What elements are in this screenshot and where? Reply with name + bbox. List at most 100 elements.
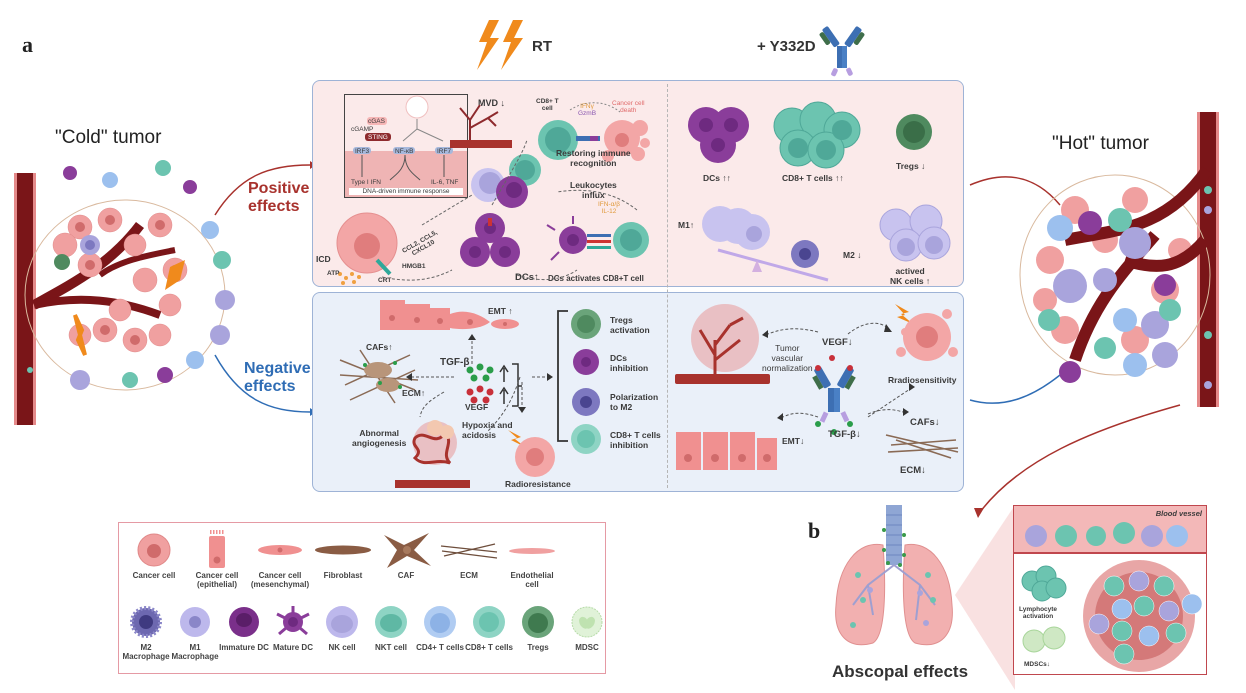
mesenchymal-cell-icon <box>255 529 305 571</box>
legend-item-mdsc: MDSC <box>552 601 622 652</box>
hot-tumor-title: "Hot" tumor <box>1052 133 1149 154</box>
legend-item-fibroblast: Fibroblast <box>308 529 378 580</box>
legend-label: Mature DC <box>272 643 313 652</box>
legend-item-cancer-cell: Cancer cell <box>119 529 189 580</box>
dcs-activates-label: DCs activates CD8+T cell <box>548 274 644 283</box>
legend-label: CD8+ T cells <box>465 643 513 652</box>
dc-activates-cd8-illustration <box>546 216 649 261</box>
emt-cells-illustration <box>380 300 519 330</box>
emt-label: EMT ↑ <box>488 306 513 316</box>
antibody-icon <box>819 26 865 77</box>
dc-cluster <box>460 213 520 267</box>
cd8-t-cell-icon <box>471 601 507 643</box>
icd-label: ICD <box>316 254 331 264</box>
lungs-illustration <box>835 505 953 646</box>
y332d-emt-label: EMT↓ <box>782 436 805 446</box>
y332d-negative-arrows <box>762 322 915 421</box>
blood-vessel-label: Blood vessel <box>1155 509 1202 518</box>
y332d-ecm-label: ECM↓ <box>900 465 926 476</box>
immune-suppression-icons <box>571 309 601 454</box>
legend-item-ecm: ECM <box>434 529 504 580</box>
endothelial-cell-icon <box>507 529 557 571</box>
negative-arrow <box>214 354 311 413</box>
radiosensitivity-label: Rradiosensitivity <box>888 375 957 385</box>
epithelial-cell-icon <box>206 529 228 571</box>
rt-positive-arrows <box>381 139 638 281</box>
rt-y332d-divider <box>667 84 668 488</box>
sting-pathway-inset: cGAS cGAMP STING IRF3 NF-κB IRF7 Type I … <box>344 94 468 198</box>
legend-item-mature-dc: Mature DC <box>258 601 328 652</box>
legend-label: ECM <box>460 571 478 580</box>
legend-label: MDSC <box>575 643 599 652</box>
legend-label: Cancer cell(epithelial) <box>195 571 239 589</box>
legend-item-cd8-t-cell: CD8+ T cells <box>454 601 524 652</box>
crt-label: CRT <box>378 277 392 284</box>
drug-label: + Y332D <box>757 38 816 55</box>
caf-icon <box>379 529 434 571</box>
y332d-cafs-label: CAFs↓ <box>910 417 940 428</box>
legend-label: NK cell <box>328 643 356 652</box>
lightning-icon <box>477 20 523 70</box>
y332d-dcs-label: DCs ↑↑ <box>703 173 731 183</box>
ecm-icon <box>439 529 499 571</box>
dc-cluster-y332d <box>688 107 749 163</box>
legend-label: NKT cell <box>374 643 407 652</box>
m1-label: M1↑ <box>678 220 695 230</box>
m1-m2-balance <box>702 206 829 282</box>
legend-item-cd4-t-cell: CD4+ T cells <box>405 601 475 652</box>
legend-label: Tregs <box>527 643 549 652</box>
rt-label: RT <box>532 38 552 55</box>
radioresistant-cell <box>508 430 555 477</box>
ecm-label: ECM↑ <box>402 388 426 398</box>
m1-macrophage-icon <box>177 601 213 643</box>
legend-label: Cancer cell(mesenchymal) <box>250 571 310 589</box>
nkt-cell-icon <box>373 601 409 643</box>
inset-cells <box>1021 522 1203 672</box>
cd4-t-cell-icon <box>422 601 458 643</box>
immature-dc-icon <box>226 601 262 643</box>
abscopal-arrow <box>974 404 1181 518</box>
legend-item-nkt-cell: NKT cell <box>356 601 426 652</box>
m2-label: M2 ↓ <box>843 250 862 260</box>
epithelial-cells-illustration <box>676 432 777 470</box>
nk-cluster <box>879 204 951 262</box>
abnormal-angiogenesis-illustration <box>395 420 470 488</box>
vascular-normalization-illustration <box>675 304 770 384</box>
hot-tumor-illustration <box>969 112 1219 407</box>
legend-label: CD4+ T cells <box>416 643 464 652</box>
rt-negative-arrows <box>406 334 553 433</box>
immune-bracket <box>557 310 568 442</box>
treg-cell-icon <box>896 114 932 150</box>
positive-arrow <box>214 164 311 216</box>
leukocyte-cluster <box>471 154 541 208</box>
zoom-callout-wedge <box>955 505 1015 690</box>
legend-label: Immature DC <box>219 643 269 652</box>
cold-tumor-title: "Cold" tumor <box>55 127 162 148</box>
y332d-antibody-icon <box>812 355 856 435</box>
y332d-tgfb-label: TGF-β↓ <box>828 429 861 440</box>
mdscs-label: MDSCs↓ <box>1024 661 1051 668</box>
cafs-label: CAFs↑ <box>366 342 393 352</box>
tgfb-label: TGF-β <box>440 357 470 368</box>
legend-item-epithelial-cell: Cancer cell(epithelial) <box>182 529 252 589</box>
legend-item-caf: CAF <box>371 529 441 580</box>
legend-label: Fibroblast <box>323 571 363 580</box>
